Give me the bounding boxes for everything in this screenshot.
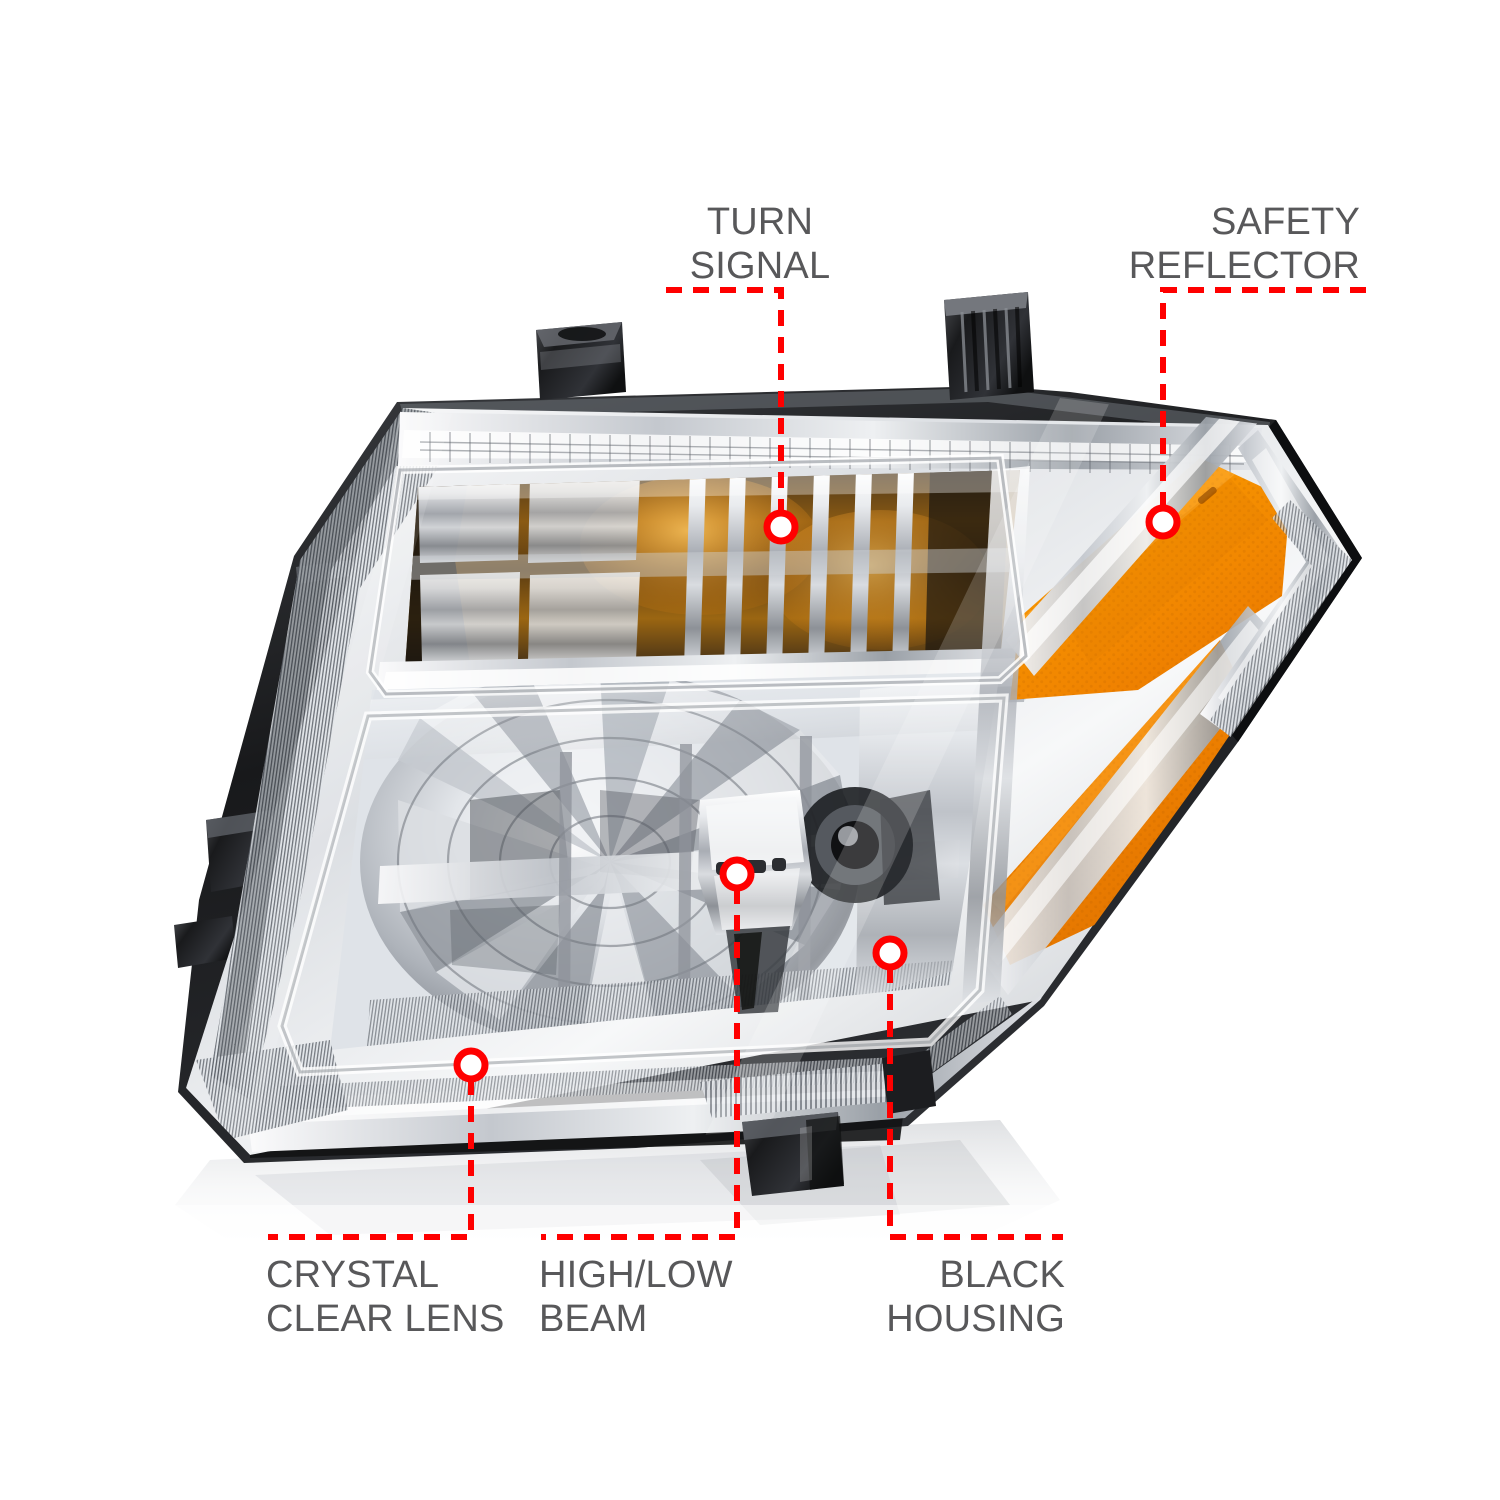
housing-nub-right	[882, 1050, 936, 1114]
callout-label-safety-reflector: SAFETY REFLECTOR	[1128, 201, 1360, 288]
callout-label-high-low-beam: HIGH/LOW BEAM	[539, 1254, 733, 1341]
turn-signal-chamber	[405, 470, 1020, 668]
callout-label-turn-signal: TURN SIGNAL	[689, 201, 831, 288]
marker-safety-reflector	[1145, 504, 1181, 540]
callout-label-black-housing: BLACK HOUSING	[886, 1254, 1065, 1341]
mounting-tab-bottom	[742, 1112, 844, 1196]
leader-turn-signal	[666, 287, 784, 513]
marker-high-low-beam	[719, 856, 755, 892]
marker-crystal-clear-lens	[453, 1047, 489, 1083]
marker-turn-signal	[763, 509, 799, 545]
leader-high-low-beam	[541, 888, 740, 1240]
marker-black-housing	[872, 935, 908, 971]
bulb-socket	[797, 787, 940, 905]
leader-safety-reflector	[1160, 287, 1366, 508]
mounting-tab-top-right	[944, 292, 1034, 400]
mounting-tab-left-bottom	[174, 916, 236, 968]
leader-black-housing	[887, 967, 1063, 1240]
callout-label-crystal-clear-lens: CRYSTAL CLEAR LENS	[266, 1254, 505, 1341]
mounting-tab-top-left	[536, 322, 626, 400]
